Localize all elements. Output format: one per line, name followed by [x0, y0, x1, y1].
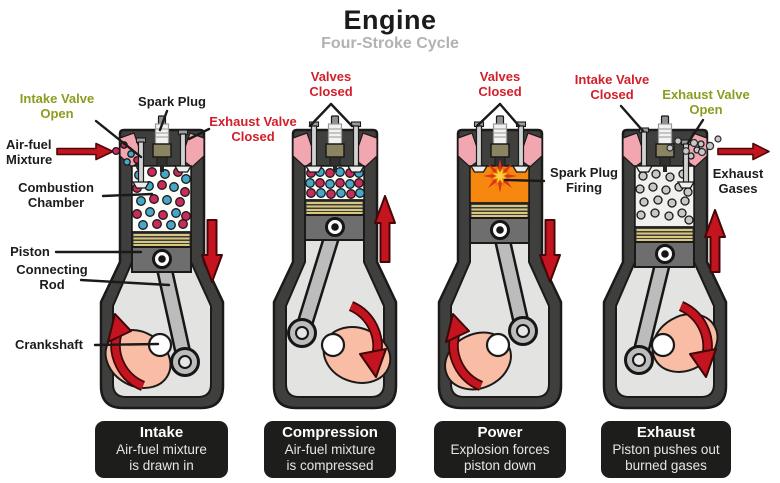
- engine-diagram-power: [437, 115, 563, 410]
- stroke-card-title: Power: [477, 424, 523, 441]
- label-line: Valves: [310, 69, 352, 84]
- label-line: Piston: [10, 244, 50, 259]
- engine-diagram-compression: [272, 115, 398, 410]
- stroke-card-title: Compression: [282, 424, 378, 441]
- label-line: Spark Plug: [550, 165, 618, 180]
- desc-line: burned gases: [625, 458, 707, 473]
- label-line: Connecting: [16, 262, 88, 277]
- label-line: Mixture: [6, 152, 53, 167]
- label-line: Closed: [231, 129, 275, 144]
- label-line: Spark Plug: [138, 94, 206, 109]
- label-line: Valves: [479, 69, 521, 84]
- engine-diagram-exhaust: [602, 115, 728, 410]
- label-line: Air-fuel: [6, 137, 52, 152]
- desc-line: Air-fuel mixture: [284, 442, 376, 457]
- label-line: Closed: [478, 84, 522, 99]
- desc-line: Piston pushes out: [612, 442, 720, 457]
- label-line: Intake Valve: [19, 91, 95, 106]
- label-piston: Piston: [10, 244, 50, 259]
- diagram-title: Engine: [343, 5, 437, 35]
- label-line: Open: [689, 102, 723, 117]
- engine-diagram-intake: [99, 115, 225, 410]
- label-line: Exhaust Valve: [209, 114, 297, 129]
- diagram-subtitle: Four-Stroke Cycle: [321, 35, 459, 52]
- desc-line: Explosion forces: [450, 442, 550, 457]
- label-line: Firing: [565, 180, 603, 195]
- label-spark-plug: Spark Plug: [138, 94, 206, 109]
- label-line: Combustion: [18, 180, 94, 195]
- desc-line: is compressed: [286, 458, 374, 473]
- label-line: Closed: [309, 84, 353, 99]
- label-line: Gases: [718, 181, 758, 196]
- desc-line: Air-fuel mixture: [116, 442, 207, 457]
- label-line: Open: [40, 106, 74, 121]
- label-line: Chamber: [27, 195, 85, 210]
- label-line: Crankshaft: [15, 337, 83, 352]
- label-line: Exhaust: [712, 166, 764, 181]
- stroke-card-title: Intake: [139, 424, 184, 441]
- label-line: Intake Valve: [574, 72, 650, 87]
- label-line: Closed: [590, 87, 634, 102]
- label-crankshaft: Crankshaft: [15, 337, 83, 352]
- desc-line: is drawn in: [129, 458, 194, 473]
- desc-line: piston down: [463, 458, 537, 473]
- label-line: Rod: [39, 277, 65, 292]
- stroke-card-title: Exhaust: [636, 424, 696, 441]
- label-line: Exhaust Valve: [662, 87, 750, 102]
